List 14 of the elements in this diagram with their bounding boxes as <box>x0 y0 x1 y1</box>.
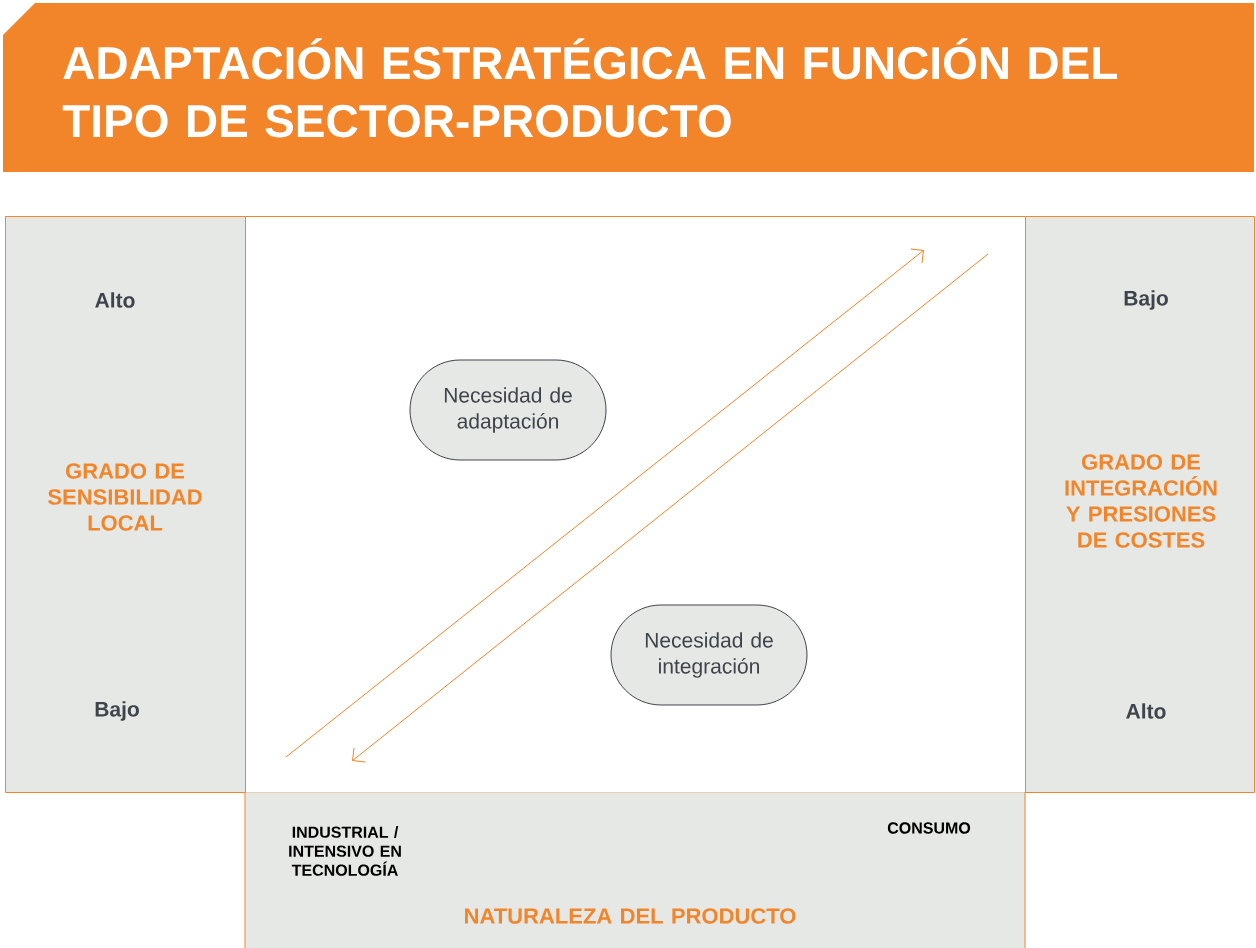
category-label: INDUSTRIAL / INTENSIVO EN TECNOLOGÍA <box>289 826 401 876</box>
scale-label: Alto <box>95 292 135 308</box>
bottom-panel <box>244 791 1026 948</box>
scale-label: Bajo <box>1124 290 1168 310</box>
axis-heading: NATURALEZA DEL PRODUCTO <box>465 908 796 924</box>
category-label: CONSUMO <box>887 822 971 834</box>
side-panel <box>1025 216 1255 793</box>
chart-area <box>245 216 1026 793</box>
side-panel <box>5 216 246 793</box>
axis-heading: GRADO DE SENSIBILIDAD LOCAL <box>48 463 202 531</box>
title-banner: ADAPTACIÓN ESTRATÉGICA EN FUNCIÓN DEL TIPO DE SECTOR-PRODUCTO <box>3 3 1254 172</box>
scale-label: Alto <box>1126 703 1166 719</box>
scale-label: Bajo <box>95 701 139 721</box>
axis-heading: GRADO DE INTEGRACIÓN Y PRESIONES DE COSTES <box>1065 454 1217 548</box>
